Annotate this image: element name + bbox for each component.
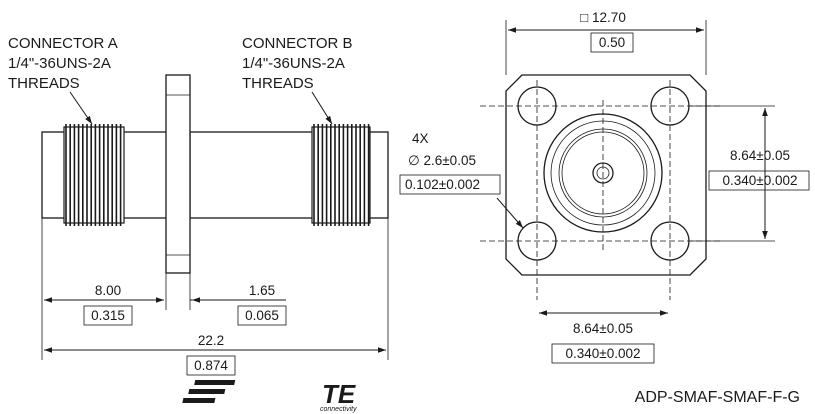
te-logo-text: TE [322, 379, 356, 409]
connector-b-label-line3: THREADS [242, 75, 314, 92]
dim-flange-mm: 1.65 [249, 283, 275, 298]
dim-square-mm: □ 12.70 [580, 10, 626, 25]
connector-b-threads [311, 124, 371, 226]
connector-a-label-line2: 1/4"-36UNS-2A [8, 55, 111, 72]
front-view [480, 20, 775, 316]
dim-length-a-mm: 8.00 [95, 283, 121, 298]
thread-body [63, 126, 125, 224]
hole-diameter-in: 0.102±0.002 [405, 177, 480, 192]
te-logo-tagline: connectivity [320, 406, 357, 413]
dim-hole-horizontal-mm: 8.64±0.05 [573, 321, 633, 336]
side-view [41, 74, 389, 360]
connector-a-threads [63, 124, 125, 226]
hole-count: 4X [412, 131, 429, 146]
connector-a-label-line3: THREADS [8, 75, 80, 92]
dim-length-a-in: 0.315 [91, 308, 125, 323]
dim-square-in: 0.50 [599, 35, 625, 50]
dim-overall-in: 0.874 [194, 358, 228, 373]
dim-hole-horizontal-in: 0.340±0.002 [566, 346, 641, 361]
te-logo: TE connectivity [182, 379, 357, 413]
te-logo-stripes [182, 380, 236, 403]
flange [165, 74, 191, 274]
leader-a [69, 91, 93, 125]
leader-b [311, 91, 333, 125]
connector-b-label-line1: CONNECTOR B [242, 35, 353, 52]
leader-hole [496, 197, 524, 229]
dim-flange-in: 0.065 [245, 308, 279, 323]
hole-diameter-mm: ∅ 2.6±0.05 [408, 153, 476, 168]
connector-a-label-line1: CONNECTOR A [8, 35, 118, 52]
dim-hole-vertical-mm: 8.64±0.05 [730, 148, 790, 163]
dim-hole-vertical-in: 0.340±0.002 [723, 173, 798, 188]
part-number: ADP-SMAF-SMAF-F-G [635, 389, 800, 406]
dim-overall-mm: 22.2 [198, 333, 224, 348]
thread-body [311, 126, 371, 224]
connector-b-label-line2: 1/4"-36UNS-2A [242, 55, 345, 72]
